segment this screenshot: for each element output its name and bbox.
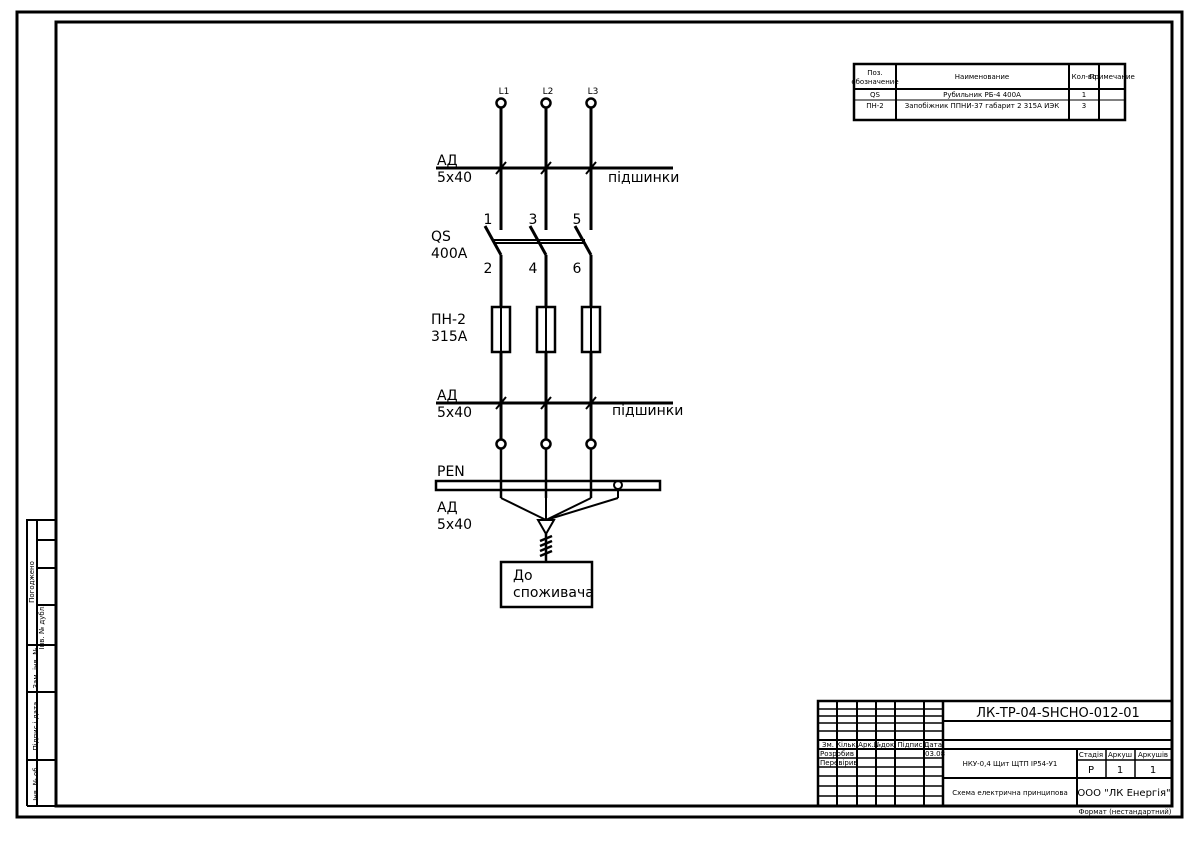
side-stamp-replace-inv: Зам. інв. № [32,648,40,689]
col-header-qty: Кільк. [836,741,858,749]
fuse-rating: 315А [431,329,468,345]
spec-header-note: Примечание [1089,73,1135,81]
spec-row-2-pos: ПН-2 [866,102,884,110]
spec-header-qty: Кол-во [1072,73,1097,81]
spec-row-2-name: Запобіжник ППНИ-37 габарит 2 315А ИЭК [905,102,1060,110]
spec-row-2-qty: 3 [1082,102,1086,110]
format-label: Формат (нестандартний) [1078,808,1171,816]
switch-terminal-5: 5 [573,212,582,228]
output-terminal-3 [585,438,597,450]
sheets-header: Аркушів [1138,751,1168,759]
col-header-change: Зм. [822,741,834,749]
switch-name: QS [431,229,451,245]
spec-table: Поз. обозначение Наименование Кол-во При… [851,62,1135,122]
col-header-signature: Підпис [897,741,922,749]
switch-terminal-3: 3 [529,212,538,228]
product-name: НКУ-0,4 Щит ЩТП IP54-У1 [963,760,1058,768]
bottom-bus-note: підшинки [612,403,683,419]
side-stamp-orig-inv: Інв. № об. [32,765,40,801]
spec-row-1-name: Рубильник РБ-4 400А [943,91,1021,99]
pen-bar: PEN АД 5х40 [434,449,662,562]
pen-label: PEN [437,464,465,480]
side-stamp-sign-date: Підпис і дата [32,702,40,751]
switch-qs: 1 3 5 QS 400А 2 4 6 [431,212,593,307]
terminal-l2 [540,97,552,109]
bottom-busbar: АД 5х40 підшинки [436,352,683,450]
spec-header-name: Наименование [955,73,1009,81]
bottom-bus-size: 5х40 [437,405,472,421]
switch-rating: 400А [431,246,468,262]
role-developed: Розробив [820,750,854,758]
terminal-l1 [495,97,507,109]
developed-date: 03.08 [925,750,945,758]
terminal-l3 [585,97,597,109]
consumer-line-1: До [513,568,533,584]
top-busbar: АД 5х40 підшинки [436,108,679,230]
switch-terminal-1: 1 [484,212,493,228]
switch-terminal-2: 2 [484,261,493,277]
spec-row-1-pos: QS [870,91,881,99]
output-terminal-1 [495,438,507,450]
outer-frame [15,10,1184,819]
inner-frame [54,20,1174,808]
col-header-sheet: Арк. [858,741,874,749]
fuses-pn2: ПН-2 315А [431,305,602,354]
side-stamp-agreed: Погоджено [28,561,36,603]
sheets-value: 1 [1150,765,1156,776]
document-title: Схема електрична принципова [952,789,1067,797]
role-checked: Перевірив [820,759,858,767]
title-block: ЛК-ТР-04-SHCHO-012-01 Зм. Кільк. Арк. №д… [816,699,1174,808]
pen-size: 5х40 [437,517,472,533]
pen-cable: АД [437,500,458,516]
switch-terminal-6: 6 [573,261,582,277]
phase-label-l1: L1 [499,87,510,97]
col-header-date: Дата [924,741,942,749]
sheet-header: Аркуш [1108,751,1132,759]
consumer-box: До споживача [499,560,594,609]
phase-label-l3: L3 [588,87,599,97]
spec-row-1-qty: 1 [1082,91,1086,99]
sheet-value: 1 [1117,765,1123,776]
bottom-bus-cable: АД [437,388,458,404]
document-code: ЛК-ТР-04-SHCHO-012-01 [976,706,1140,721]
side-stamp: Погоджено Інв. № дубл. Зам. інв. № Підпи… [26,519,57,807]
phase-label-l2: L2 [543,87,554,97]
switch-terminal-4: 4 [529,261,538,277]
phase-inputs: L1 L2 L3 [495,87,599,109]
spec-header-pos: Поз. [867,69,883,77]
top-bus-note: підшинки [608,170,679,186]
output-terminal-2 [540,438,552,450]
top-bus-size: 5х40 [437,170,472,186]
company-name: ООО "ЛК Енергія" [1077,787,1170,799]
fuse-name: ПН-2 [431,312,466,328]
col-header-docnum: №док. [874,741,897,749]
consumer-line-2: споживача [513,585,594,601]
stage-value: Р [1088,765,1094,776]
stage-header: Стадія [1079,751,1103,759]
top-bus-cable: АД [437,153,458,169]
spec-header-designation: обозначение [851,78,898,86]
side-stamp-dup-inv: Інв. № дубл. [38,605,46,650]
